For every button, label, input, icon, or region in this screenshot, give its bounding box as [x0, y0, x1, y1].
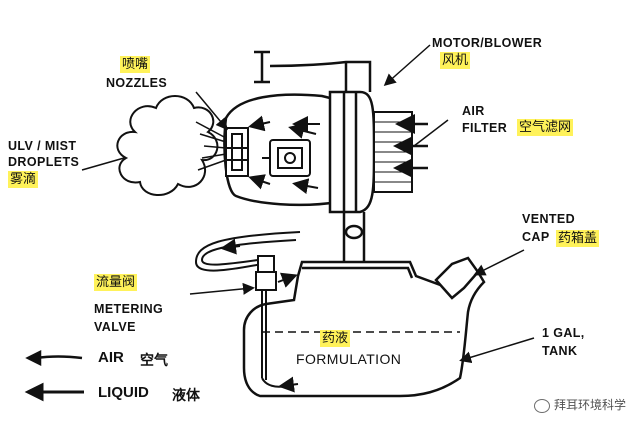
intake-air-arrows — [393, 114, 428, 178]
legend-liquid-label: LIQUID — [98, 384, 149, 401]
nozzles-label: NOZZLES — [106, 76, 168, 90]
carry-handle — [254, 50, 372, 92]
vented-cap-label-cn: 药箱盖 — [556, 230, 600, 247]
legend-air-arrow — [25, 349, 83, 367]
spray-lines — [195, 121, 227, 171]
metering-label-1: METERING — [94, 302, 164, 316]
internal-air-arrows — [248, 115, 320, 195]
ulv-label-cn: 雾滴 — [8, 171, 39, 188]
tank — [242, 260, 486, 398]
motor-body — [262, 139, 311, 177]
air-filter-label-1: AIR — [462, 104, 485, 118]
legend-liquid-label-cn: 液体 — [172, 388, 200, 404]
formulation-label-cn: 药液 — [320, 330, 351, 347]
leader-lines — [81, 44, 535, 364]
vented-cap-label-2: CAP — [522, 230, 550, 244]
ulv-label-1: ULV / MIST — [8, 139, 77, 153]
fan-shroud — [328, 90, 376, 214]
air-filter-label-cn: 空气滤网 — [517, 119, 574, 136]
tank-label-2: TANK — [542, 344, 578, 358]
legend-air-label-cn: 空气 — [140, 353, 168, 369]
vented-cap-label-1: VENTED — [522, 212, 576, 226]
mist-cloud — [116, 95, 219, 196]
nozzles-label-cn: 喷嘴 — [120, 56, 151, 73]
liquid-line — [194, 231, 301, 272]
formulation-label: FORMULATION — [296, 351, 402, 367]
metering-label-cn: 流量阀 — [94, 274, 138, 291]
watermark: 拜耳环境科学 — [534, 396, 626, 413]
motor-label: MOTOR/BLOWER — [432, 36, 543, 50]
tank-label-1: 1 GAL, — [542, 326, 585, 340]
watermark-text: 拜耳环境科学 — [554, 398, 627, 412]
support-post — [342, 212, 366, 262]
motor-label-cn: 风机 — [440, 52, 471, 69]
metering-label-2: VALVE — [94, 320, 136, 334]
watermark-logo-icon — [534, 398, 550, 413]
ulv-label-2: DROPLETS — [8, 155, 80, 169]
air-filter-label-2: FILTER — [462, 121, 508, 135]
tank-liquid-arrows — [277, 272, 299, 393]
legend-air-label: AIR — [98, 349, 124, 366]
nozzle-assembly — [225, 127, 249, 177]
legend-liquid-arrow — [24, 382, 84, 402]
